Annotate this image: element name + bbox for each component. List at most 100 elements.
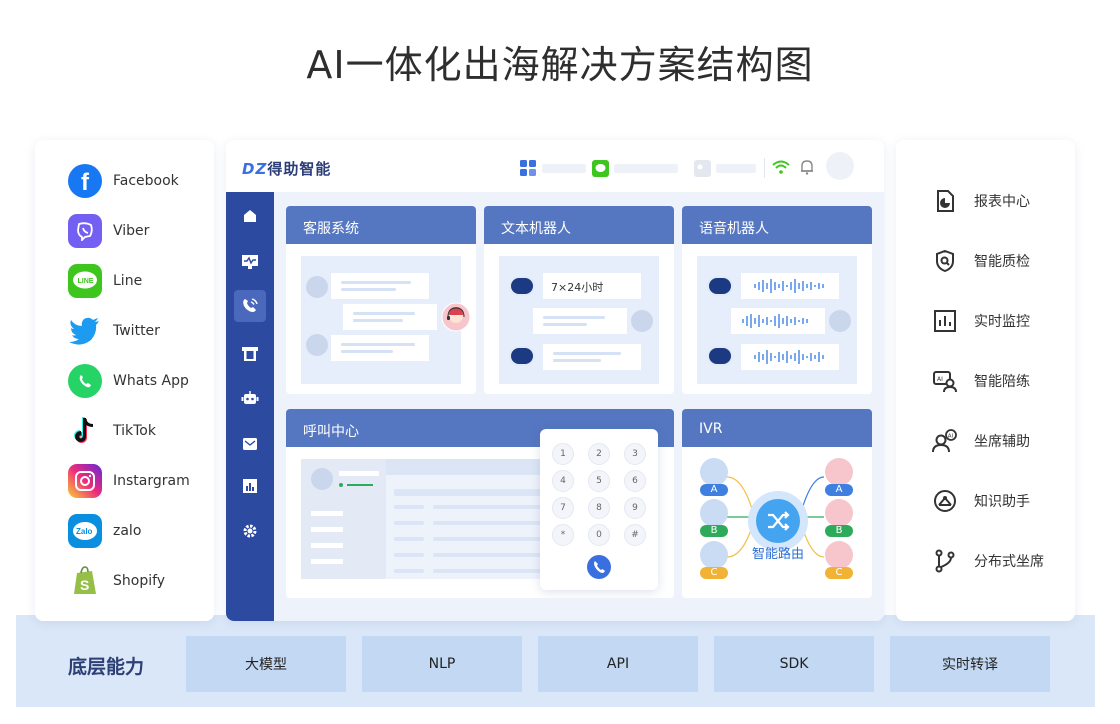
channel-shopify: S Shopify <box>68 564 165 598</box>
placeholder-line <box>311 511 343 516</box>
table-row <box>433 521 563 525</box>
agent-tag: C <box>825 567 853 579</box>
app-topbar: DZ得助智能 <box>226 140 884 192</box>
dial-key-3[interactable]: 3 <box>624 443 646 465</box>
agent-avatar <box>311 468 333 490</box>
sidebar-item-settings[interactable] <box>234 515 266 547</box>
panel-title: IVR <box>682 409 872 447</box>
feature-label: 实时监控 <box>974 314 1030 330</box>
dial-key-5[interactable]: 5 <box>588 470 610 492</box>
store-icon <box>242 347 258 361</box>
feature-label: 报表中心 <box>974 194 1030 210</box>
logo-text: 得助智能 <box>267 160 332 178</box>
feature-quality-check: 智能质检 <box>932 248 1030 274</box>
channel-label: TikTok <box>113 423 156 439</box>
topbar-placeholder <box>542 164 586 173</box>
feature-card: 报表中心 智能质检 实时监控 AI 智能陪练 AI 坐席辅助 知识助手 分布式坐 <box>896 140 1075 621</box>
dial-key-1[interactable]: 1 <box>552 443 574 465</box>
bot-avatar <box>509 346 535 366</box>
chat-icon[interactable] <box>592 160 609 177</box>
panel-title: 客服系统 <box>286 206 476 244</box>
report-icon <box>932 188 958 214</box>
dial-key-2[interactable]: 2 <box>588 443 610 465</box>
channel-tiktok: TikTok <box>68 414 156 448</box>
bell-icon[interactable] <box>800 159 814 175</box>
placeholder-line <box>311 527 343 532</box>
twitter-icon <box>68 314 102 348</box>
placeholder-line <box>311 543 343 548</box>
feature-agent-assist: AI 坐席辅助 <box>932 428 1030 454</box>
topbar-divider <box>764 158 765 178</box>
channel-label: Line <box>113 273 143 289</box>
ivr-routing-lines <box>726 476 825 558</box>
channel-facebook: f Facebook <box>68 164 179 198</box>
zalo-icon: Zalo <box>68 514 102 548</box>
soundwave-icon <box>754 350 824 364</box>
feature-knowledge-assistant: 知识助手 <box>932 488 1030 514</box>
chat-bubble-message: 7×24小时 <box>543 273 641 299</box>
chat-bubble <box>331 335 429 361</box>
contact-card-icon[interactable] <box>694 160 711 177</box>
apps-grid-icon[interactable] <box>520 160 537 177</box>
caller-tag: A <box>700 484 728 496</box>
route-label: 智能路由 <box>751 547 804 562</box>
sidebar-item-call[interactable] <box>234 290 266 322</box>
customer-avatar <box>306 334 328 356</box>
topbar-placeholder <box>614 164 678 173</box>
svg-text:AI: AI <box>948 433 954 439</box>
agent-tag: A <box>825 484 853 496</box>
svg-text:AI: AI <box>937 376 943 383</box>
sidebar-item-mail[interactable] <box>234 428 266 460</box>
feature-label: 智能陪练 <box>974 374 1030 390</box>
svg-text:S: S <box>80 577 89 593</box>
table-row <box>433 569 563 573</box>
dial-key-9[interactable]: 9 <box>624 497 646 519</box>
knowledge-icon <box>932 488 958 514</box>
dial-key-8[interactable]: 8 <box>588 497 610 519</box>
feature-report-center: 报表中心 <box>932 188 1030 214</box>
training-icon: AI <box>932 368 958 394</box>
sidebar-item-stats[interactable] <box>234 470 266 502</box>
caller-avatar <box>700 499 728 527</box>
channel-viber: Viber <box>68 214 149 248</box>
feature-label: 坐席辅助 <box>974 434 1030 450</box>
table-row <box>433 505 563 509</box>
dial-key-0[interactable]: 0 <box>588 524 610 546</box>
sidebar-item-monitor[interactable] <box>234 246 266 278</box>
sidebar-item-bot[interactable] <box>234 382 266 414</box>
app-logo: DZ得助智能 <box>242 158 331 179</box>
agent-tag: B <box>825 525 853 537</box>
caller-tag: C <box>700 567 728 579</box>
sidebar-item-home[interactable] <box>234 200 266 232</box>
chat-bubble <box>331 273 429 299</box>
table-row <box>394 521 424 525</box>
dial-key-hash[interactable]: # <box>624 524 646 546</box>
caller-avatar <box>700 541 728 569</box>
soundwave-icon <box>754 279 824 293</box>
dial-key-6[interactable]: 6 <box>624 470 646 492</box>
table-row <box>394 553 424 557</box>
agent-avatar <box>441 302 471 332</box>
line-icon: LINE <box>68 264 102 298</box>
gear-icon <box>243 524 257 538</box>
table-row <box>433 537 563 541</box>
channel-whatsapp: Whats App <box>68 364 189 398</box>
viber-icon <box>68 214 102 248</box>
tiktok-icon <box>68 414 102 448</box>
feature-distributed-agent: 分布式坐席 <box>932 548 1044 574</box>
channel-label: Whats App <box>113 373 189 389</box>
dial-key-4[interactable]: 4 <box>552 470 574 492</box>
voice-bot-chat-area <box>697 256 857 384</box>
svg-text:f: f <box>81 169 90 196</box>
avatar[interactable] <box>826 152 854 180</box>
app-window: DZ得助智能 <box>226 140 884 621</box>
cs-chat-area <box>301 256 471 384</box>
panel-title: 语音机器人 <box>682 206 872 244</box>
call-button[interactable] <box>587 555 611 579</box>
sidebar-item-store[interactable] <box>234 338 266 370</box>
dial-key-7[interactable]: 7 <box>552 497 574 519</box>
dial-key-star[interactable]: * <box>552 524 574 546</box>
robot-icon <box>241 391 259 404</box>
agent-assist-icon: AI <box>932 428 958 454</box>
mail-icon <box>243 438 257 450</box>
